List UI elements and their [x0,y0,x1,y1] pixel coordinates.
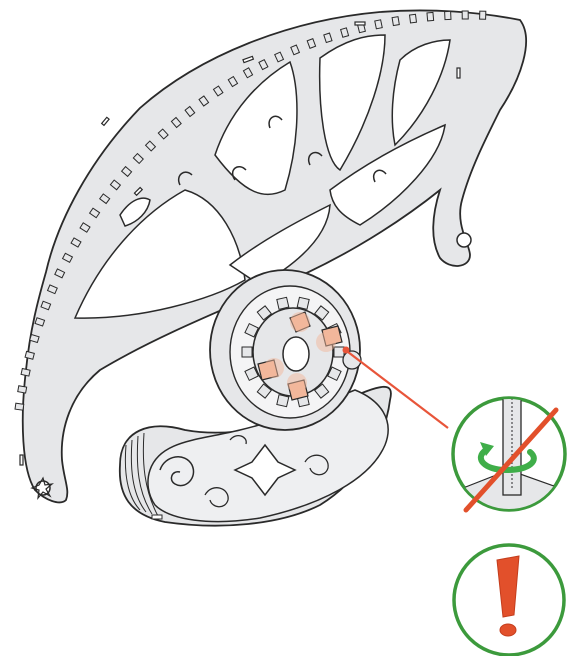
no-rotate-warning-icon [453,395,565,520]
gear-tooth [445,11,451,19]
pinion-bore [283,337,309,371]
clip-glow-left [264,358,284,378]
clip-glow-right [316,332,336,352]
pinion-tooth [297,297,309,309]
pinion-tooth [277,297,289,309]
gear-tooth [410,14,417,23]
gear-tooth [25,351,34,359]
hub-assembly [210,270,361,430]
gear-tooth [462,11,468,19]
gear-tooth [427,12,434,20]
gear-tooth [375,20,382,29]
hook-hole-right [457,233,471,247]
gear-tooth [15,403,24,410]
pinion-tooth [334,347,344,357]
gear-tooth [480,11,486,19]
gear-tooth [21,369,30,377]
pinion-tooth [242,347,252,357]
exclamation-icon [454,545,564,655]
base-slot [152,515,162,519]
gear-tooth [392,17,399,26]
pinion-tooth [277,395,289,407]
gear-tooth [18,386,27,393]
clip-glow-top [290,312,310,332]
clip-glow-bottom [287,373,307,393]
